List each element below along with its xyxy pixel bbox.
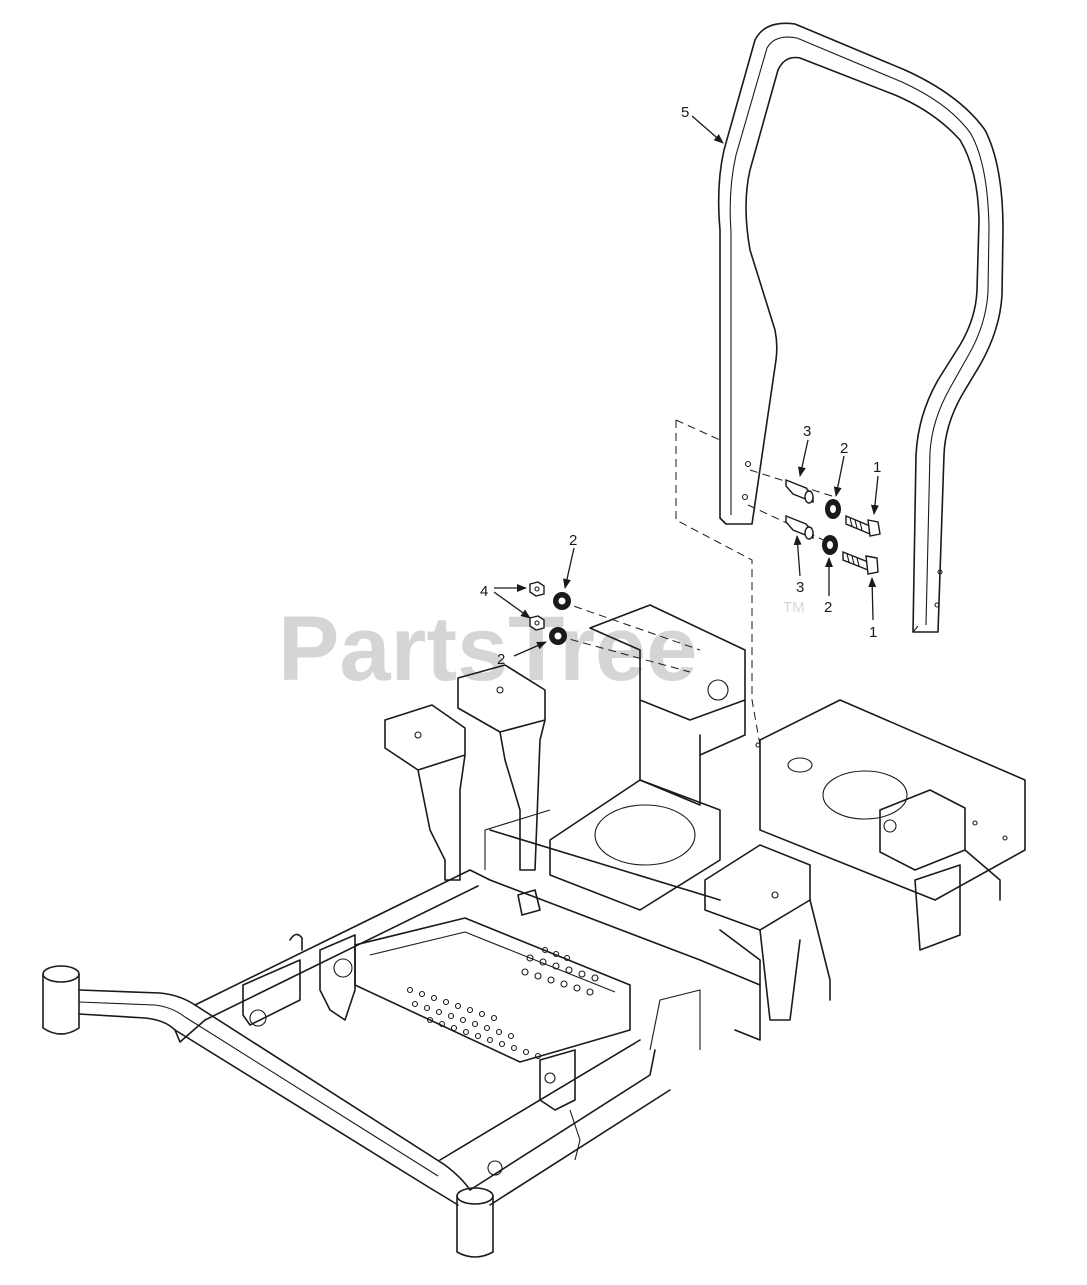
- callouts: 5 3 2 1 3 2 1 2 4 2: [480, 104, 881, 668]
- bolt-upper: [845, 514, 881, 537]
- callout-1-lower: 1: [869, 624, 877, 641]
- leader-lines: [493, 115, 879, 657]
- callout-2-upper-left: 2: [569, 532, 577, 549]
- spacer-upper: [785, 478, 814, 504]
- washer-lower-right: [822, 535, 838, 555]
- roll-bar: [717, 22, 1004, 633]
- bolt-lower: [842, 550, 879, 575]
- washer-upper-left: [553, 592, 571, 610]
- callout-5: 5: [681, 104, 689, 121]
- callout-3-lower: 3: [796, 579, 804, 596]
- callout-1-upper: 1: [873, 459, 881, 476]
- washer-lower-left: [549, 627, 567, 645]
- callout-2-lower-left: 2: [497, 651, 505, 668]
- callout-4: 4: [480, 583, 488, 600]
- nut-lower: [529, 615, 545, 631]
- nut-upper: [529, 581, 545, 597]
- callout-2-upper-right: 2: [840, 440, 848, 457]
- mower-frame: [42, 604, 1026, 1258]
- washer-upper-right: [825, 499, 841, 519]
- watermark-trademark: TM: [783, 599, 805, 616]
- callout-2-lower-right: 2: [824, 599, 832, 616]
- spacer-lower: [785, 514, 814, 540]
- floor-holes: [406, 946, 599, 1060]
- watermark-text: PartsTree: [278, 598, 697, 700]
- callout-3-upper: 3: [803, 423, 811, 440]
- watermark: PartsTree TM: [278, 598, 805, 700]
